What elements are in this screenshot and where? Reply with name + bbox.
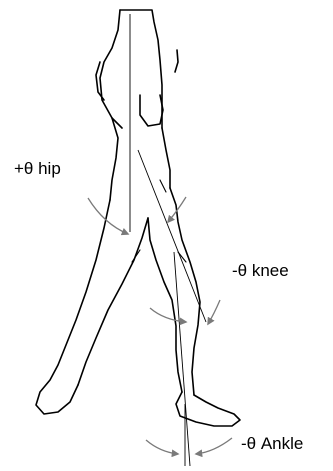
ankle-angle-label: -θ Ankle xyxy=(241,435,303,452)
knee-angle-label: -θ knee xyxy=(232,262,289,279)
hip-angle-label: +θ hip xyxy=(14,160,61,177)
arm-stump-right xyxy=(140,50,178,126)
hip-angle-arc xyxy=(88,198,128,234)
torso-outline xyxy=(100,10,170,200)
knee-angle-arc-lower xyxy=(150,300,220,324)
back-leg-outline xyxy=(36,200,148,414)
thigh-reference-line xyxy=(138,150,206,322)
